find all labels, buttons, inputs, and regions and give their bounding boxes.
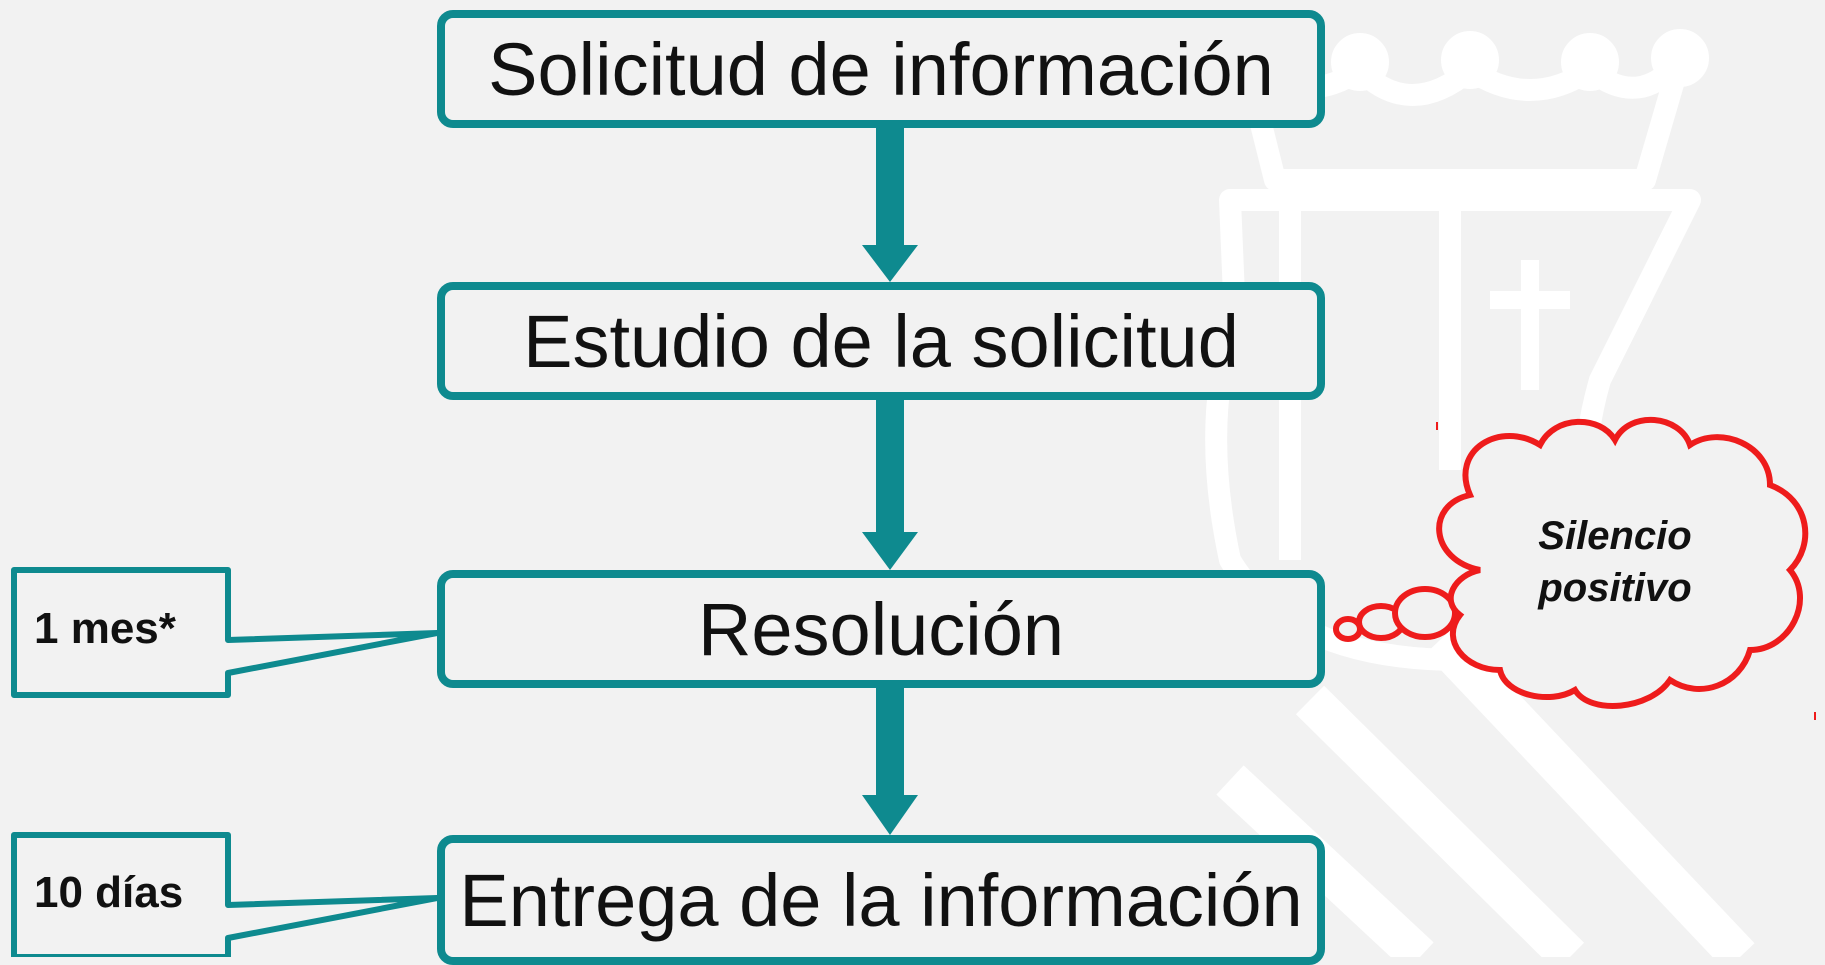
thought-cloud-text: Silencio positivo	[1500, 510, 1730, 614]
step-solicitud: Solicitud de información	[437, 10, 1325, 128]
step-solicitud-label: Solicitud de información	[488, 27, 1274, 111]
callout-resolution-shape	[11, 567, 440, 698]
step-entrega-label: Entrega de la información	[459, 858, 1303, 942]
thought-cloud-line-2: positivo	[1538, 566, 1692, 610]
callout-resolution-label: 1 mes*	[34, 604, 176, 653]
step-estudio: Estudio de la solicitud	[437, 282, 1325, 400]
thought-cloud-line-1: Silencio	[1538, 514, 1692, 558]
step-resolucion-label: Resolución	[697, 587, 1065, 671]
thought-cloud-shape	[1333, 416, 1809, 709]
step-resolucion: Resolución	[437, 570, 1325, 688]
step-estudio-label: Estudio de la solicitud	[523, 299, 1239, 383]
arrow-1-to-2	[862, 128, 918, 282]
callout-delivery-shape	[11, 832, 440, 957]
flow-arrows	[862, 128, 918, 835]
callout-delivery-label: 10 días	[34, 868, 184, 917]
arrow-2-to-3	[862, 400, 918, 570]
step-entrega: Entrega de la información	[437, 835, 1325, 965]
arrow-3-to-4	[862, 688, 918, 835]
